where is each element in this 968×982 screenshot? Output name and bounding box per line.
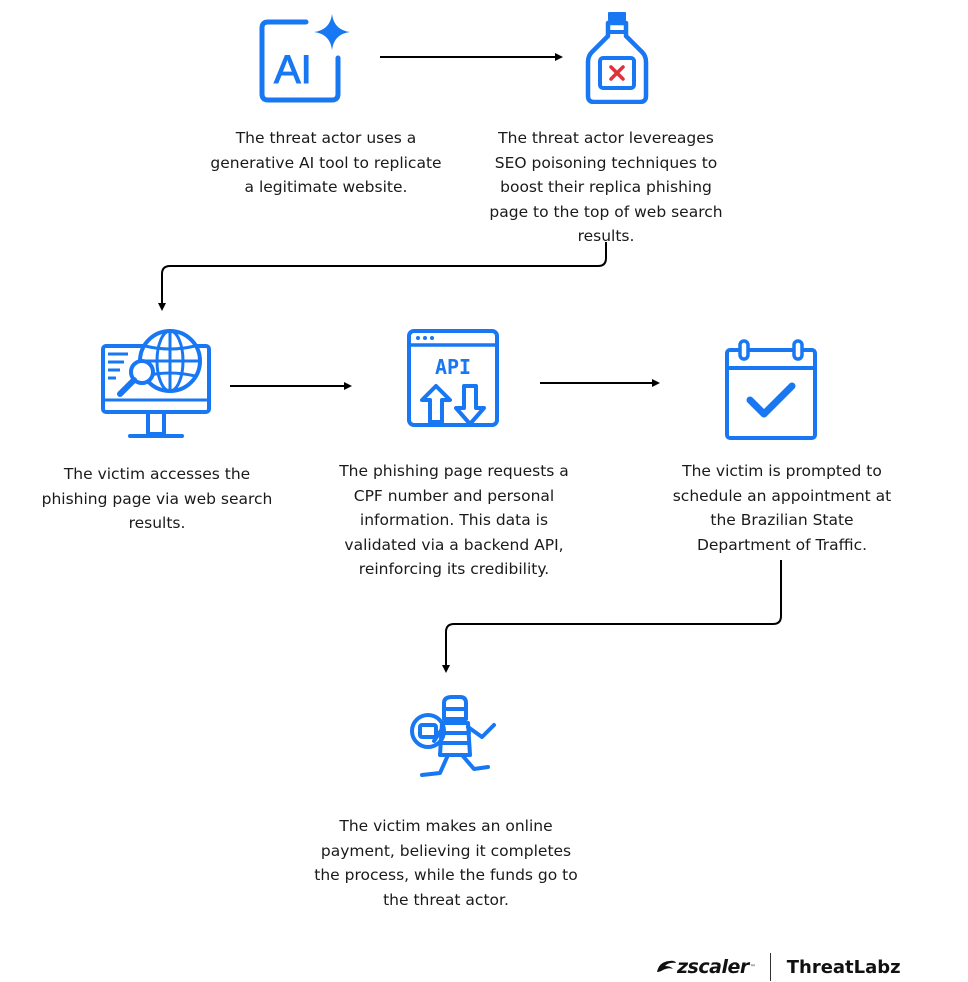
step-text-schedule: The victim is prompted to schedule an ap… bbox=[642, 459, 922, 557]
step-text-seo-poisoning: The threat actor levereages SEO poisonin… bbox=[466, 126, 746, 249]
branding-footer: zscaler ™ ThreatLabz bbox=[655, 952, 901, 982]
step-line: schedule an appointment at bbox=[672, 486, 892, 505]
brand-divider bbox=[769, 953, 771, 981]
step-line: results. bbox=[577, 227, 635, 245]
step-line: The victim accesses the bbox=[63, 465, 251, 483]
calendar-check-icon bbox=[725, 339, 817, 440]
step-line: the Brazilian State bbox=[710, 511, 854, 529]
ai-sparkle-icon: AI bbox=[259, 14, 350, 103]
step-line: The victim is prompted to bbox=[682, 462, 882, 480]
step-line: payment, believing it completes bbox=[320, 841, 572, 860]
ai-label: AI bbox=[274, 48, 312, 92]
step-line: The threat actor uses a bbox=[235, 129, 417, 147]
thief-running-icon bbox=[410, 695, 496, 777]
step-text-payment: The victim makes an online payment, beli… bbox=[276, 814, 616, 912]
arrow-step5-to-step6 bbox=[442, 560, 782, 673]
poison-bottle-icon bbox=[585, 12, 649, 104]
step-line: CPF number and personal bbox=[353, 486, 555, 505]
step-text-ai-replicate: The threat actor uses a generative AI to… bbox=[186, 126, 466, 200]
zscaler-logo: zscaler ™ bbox=[655, 956, 756, 978]
step-line: The phishing page requests a bbox=[339, 462, 569, 480]
step-line: information. This data is bbox=[359, 511, 549, 529]
step-line: boost their replica phishing bbox=[500, 178, 712, 196]
api-window-icon: API bbox=[407, 329, 499, 427]
step-line: The threat actor levereages bbox=[498, 129, 714, 147]
arrow-step2-to-step3 bbox=[158, 242, 607, 311]
step-line: results. bbox=[128, 514, 186, 532]
step-line: generative AI tool to replicate bbox=[210, 153, 442, 172]
step-line: The victim makes an online bbox=[339, 817, 553, 835]
step-line: Department of Traffic. bbox=[696, 535, 868, 554]
trademark-symbol: ™ bbox=[749, 963, 756, 971]
step-line: a legitimate website. bbox=[244, 178, 408, 196]
step-line: SEO poisoning techniques to bbox=[494, 153, 718, 172]
step-text-api-validation: The phishing page requests a CPF number … bbox=[314, 459, 594, 582]
threatlabz-wordmark: ThreatLabz bbox=[786, 956, 901, 978]
step-line: the process, while the funds go to bbox=[314, 866, 578, 884]
monitor-globe-search-icon bbox=[101, 329, 211, 438]
step-line: page to the top of web search bbox=[489, 202, 723, 221]
step-line: reinforcing its credibility. bbox=[358, 560, 550, 578]
zscaler-swoosh-icon bbox=[657, 960, 676, 972]
step-line: phishing page via web search bbox=[41, 489, 273, 508]
zscaler-wordmark: zscaler bbox=[677, 956, 749, 978]
step-text-victim-access: The victim accesses the phishing page vi… bbox=[17, 462, 297, 536]
api-label: API bbox=[435, 355, 471, 379]
step-line: the threat actor. bbox=[383, 890, 509, 909]
step-line: validated via a backend API, bbox=[344, 535, 564, 554]
